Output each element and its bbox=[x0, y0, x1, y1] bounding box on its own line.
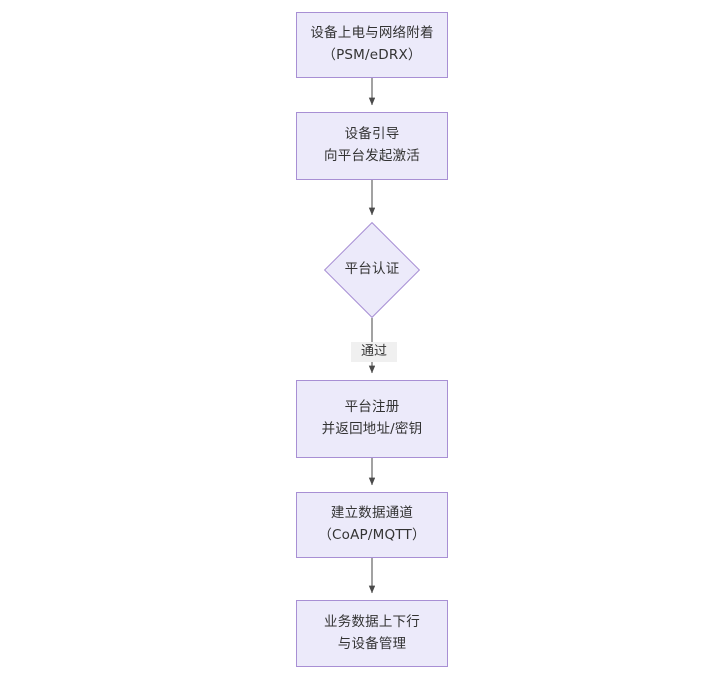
edge-label-pass: 通过 bbox=[351, 342, 397, 363]
node-bootstrap-line-1: 设备引导 bbox=[344, 126, 400, 143]
node-data-channel-line-2: （CoAP/MQTT） bbox=[318, 527, 426, 543]
node-bootstrap[interactable]: 设备引导 向平台发起激活 bbox=[296, 112, 448, 180]
node-platform-auth-label: 平台认证 bbox=[344, 261, 400, 278]
node-power-on[interactable]: 设备上电与网络附着 （PSM/eDRX） bbox=[296, 12, 448, 78]
node-platform-register[interactable]: 平台注册 并返回地址/密钥 bbox=[296, 380, 448, 458]
node-power-on-line-2: （PSM/eDRX） bbox=[322, 47, 422, 63]
node-data-channel[interactable]: 建立数据通道 （CoAP/MQTT） bbox=[296, 492, 448, 558]
node-data-channel-line-1: 建立数据通道 bbox=[330, 505, 414, 522]
node-business-data-line-2: 与设备管理 bbox=[337, 635, 407, 652]
node-bootstrap-line-2: 向平台发起激活 bbox=[324, 148, 420, 164]
node-business-data[interactable]: 业务数据上下行 与设备管理 bbox=[296, 600, 448, 667]
node-power-on-line-1: 设备上电与网络附着 bbox=[310, 25, 434, 42]
node-business-data-line-1: 业务数据上下行 bbox=[324, 613, 420, 630]
node-platform-auth[interactable]: 平台认证 bbox=[323, 221, 421, 319]
node-platform-register-line-2: 并返回地址/密钥 bbox=[321, 421, 423, 437]
node-platform-register-line-1: 平台注册 bbox=[344, 399, 400, 416]
